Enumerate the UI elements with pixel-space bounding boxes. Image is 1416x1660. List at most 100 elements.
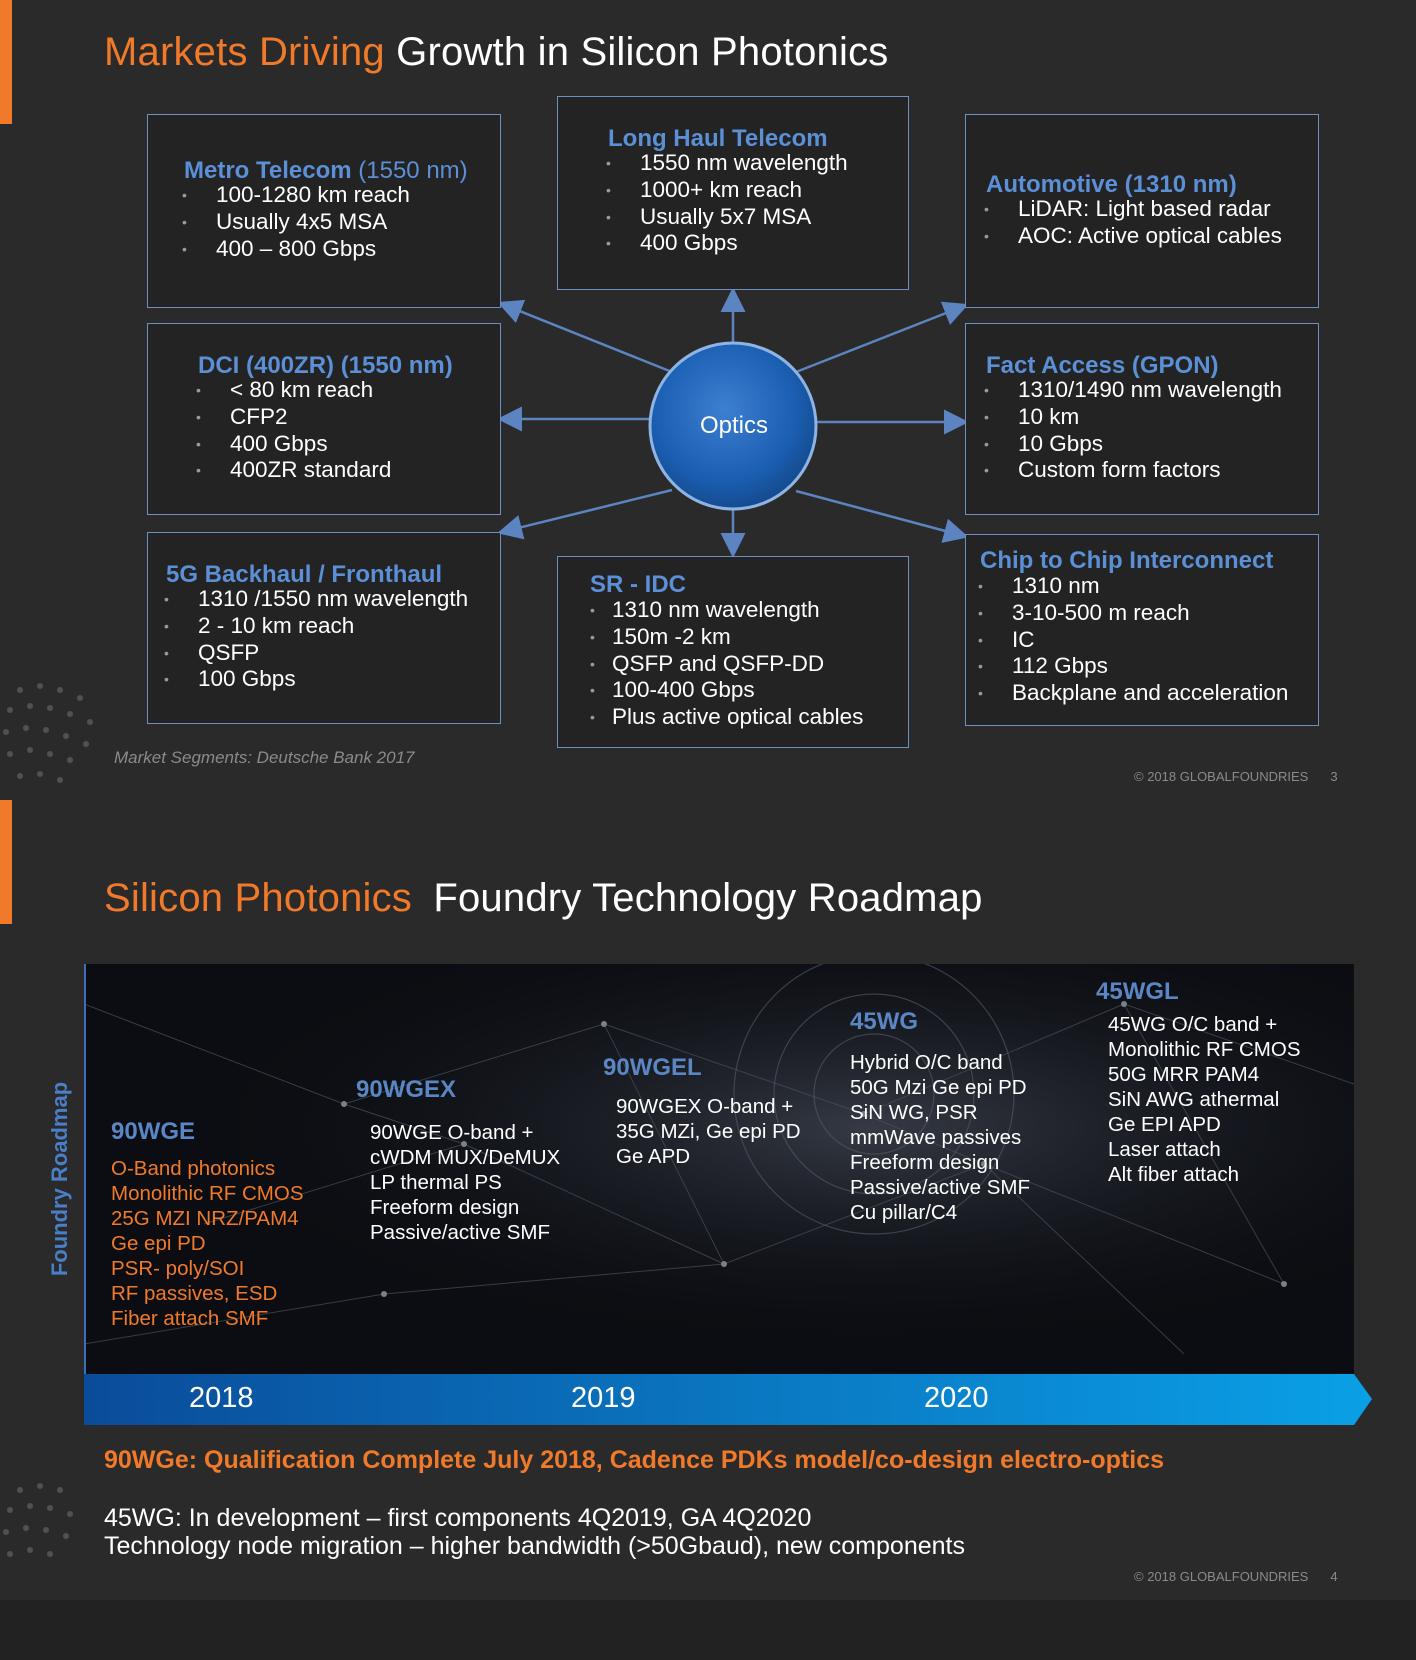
node-title: 90WGEX: [356, 1076, 457, 1103]
list-item: 10 km: [984, 404, 1282, 431]
node-title: 90WGE: [111, 1118, 196, 1145]
node-title: 45WG: [850, 1008, 919, 1035]
source-note: Market Segments: Deutsche Bank 2017: [114, 748, 415, 767]
node-90wge: 90WGE O-Band photonics Monolithic RF CMO…: [111, 1118, 304, 1331]
box-title: Metro Telecom (1550 nm): [184, 157, 468, 184]
list-item: Backplane and acceleration: [978, 680, 1288, 707]
box-5g-backhaul: 5G Backhaul / Fronthaul 1310 /1550 nm wa…: [147, 532, 501, 724]
list-item: 50G MRR PAM4: [1108, 1063, 1260, 1086]
box-title: Chip to Chip Interconnect: [980, 547, 1274, 574]
box-title: Long Haul Telecom: [608, 125, 828, 152]
list-item: 400 Gbps: [606, 230, 848, 257]
list-item: Ge epi PD: [111, 1232, 206, 1255]
globe-decoration-icon: [3, 683, 93, 783]
year-2020: 2020: [924, 1382, 989, 1414]
node-90wgex: 90WGEX 90WGE O-band + cWDM MUX/DeMUX LP …: [356, 1076, 560, 1245]
development-note: 45WG: In development – first components …: [104, 1504, 812, 1532]
list-item: 45WG O/C band +: [1108, 1013, 1278, 1036]
list-item: Usually 5x7 MSA: [606, 204, 848, 231]
migration-note: Technology node migration – higher bandw…: [104, 1532, 965, 1560]
title-white-part: Growth in Silicon Photonics: [396, 30, 889, 74]
node-title: 45WGL: [1096, 978, 1179, 1005]
list-item: Monolithic RF CMOS: [111, 1182, 304, 1205]
list-item: 1310 nm wavelength: [590, 597, 863, 624]
list-item: Freeform design: [850, 1151, 1000, 1174]
list-item: Usually 4x5 MSA: [182, 209, 410, 236]
vertical-label-foundry-roadmap: Foundry Roadmap: [47, 1081, 72, 1277]
list-item: 1310 nm: [978, 573, 1288, 600]
year-2019: 2019: [571, 1382, 636, 1414]
optics-diagram: [497, 287, 969, 558]
list-item: QSFP: [164, 640, 468, 667]
node-title: 90WGEL: [603, 1054, 702, 1081]
list-item: 90WGEX O-band +: [616, 1095, 794, 1118]
box-dci: DCI (400ZR) (1550 nm) < 80 km reach CFP2…: [147, 323, 501, 515]
list-item: CFP2: [196, 404, 391, 431]
list-item: Hybrid O/C band: [850, 1051, 1003, 1074]
list-item: Alt fiber attach: [1108, 1163, 1240, 1186]
box-long-haul-telecom: Long Haul Telecom 1550 nm wavelength 100…: [557, 96, 909, 290]
list-item: 400ZR standard: [196, 457, 391, 484]
page-number: 4: [1330, 1569, 1338, 1584]
list-item: 3-10-500 m reach: [978, 600, 1288, 627]
list-item: 100-400 Gbps: [590, 677, 863, 704]
list-item: 150m -2 km: [590, 624, 863, 651]
arrow-to-5g-backhaul: [497, 488, 673, 540]
arrow-to-chip-interconnect: [795, 489, 969, 543]
list-item: Plus active optical cables: [590, 704, 863, 731]
box-automotive: Automotive (1310 nm) LiDAR: Light based …: [965, 114, 1319, 308]
list-item: mmWave passives: [850, 1126, 1022, 1149]
list-item: O-Band photonics: [111, 1157, 276, 1180]
box-title: Automotive (1310 nm): [986, 171, 1237, 198]
box-fact-access: Fact Access (GPON) 1310/1490 nm waveleng…: [965, 323, 1319, 515]
title-orange-part: Silicon Photonics: [104, 876, 413, 920]
title-white-part: Foundry Technology Roadmap: [433, 876, 983, 920]
list-item: Passive/active SMF: [850, 1176, 1030, 1199]
list-item: 50G Mzi Ge epi PD: [850, 1076, 1027, 1099]
box-title: SR - IDC: [590, 571, 686, 598]
node-45wgl: 45WGL 45WG O/C band + Monolithic RF CMOS…: [1096, 978, 1301, 1187]
list-item: Cu pillar/C4: [850, 1201, 958, 1224]
list-item: 2 - 10 km reach: [164, 613, 468, 640]
optics-label: Optics: [699, 412, 768, 439]
list-item: 35G MZi, Ge epi PD: [616, 1120, 801, 1143]
network-background-decoration: [84, 964, 1354, 1374]
globe-decoration-icon: [3, 1483, 73, 1557]
list-item: 1000+ km reach: [606, 177, 848, 204]
list-item: LP thermal PS: [370, 1171, 502, 1194]
box-title: 5G Backhaul / Fronthaul: [166, 561, 443, 588]
list-item: 1550 nm wavelength: [606, 150, 848, 177]
slide-title-roadmap: Silicon Photonics Foundry Technology Roa…: [104, 876, 983, 921]
list-item: 10 Gbps: [984, 431, 1282, 458]
list-item: AOC: Active optical cables: [984, 223, 1282, 250]
list-item: 112 Gbps: [978, 653, 1288, 680]
node-45wg: 45WG Hybrid O/C band 50G Mzi Ge epi PD S…: [850, 1008, 1030, 1225]
roadmap-left-border: [84, 964, 86, 1374]
list-item: Freeform design: [370, 1196, 520, 1219]
node-90wgel: 90WGEL 90WGEX O-band + 35G MZi, Ge epi P…: [603, 1054, 801, 1169]
list-item: 100-1280 km reach: [182, 182, 410, 209]
list-item: IC: [978, 627, 1288, 654]
timeline-arrow: [84, 1374, 1372, 1425]
list-item: 1310 /1550 nm wavelength: [164, 586, 468, 613]
list-item: 100 Gbps: [164, 666, 468, 693]
box-metro-telecom: Metro Telecom (1550 nm) 100-1280 km reac…: [147, 114, 501, 308]
list-item: SiN AWG athermal: [1108, 1088, 1280, 1111]
list-item: RF passives, ESD: [111, 1282, 278, 1305]
list-item: 90WGE O-band +: [370, 1121, 534, 1144]
slide-title: Markets Driving Growth in Silicon Photon…: [104, 30, 888, 75]
list-item: cWDM MUX/DeMUX: [370, 1146, 561, 1169]
list-item: 1310/1490 nm wavelength: [984, 377, 1282, 404]
accent-bar: [0, 800, 12, 924]
list-item: PSR- poly/SOI: [111, 1257, 245, 1280]
roadmap-panel: [84, 964, 1354, 1374]
box-title: Fact Access (GPON): [986, 352, 1219, 379]
list-item: 400 Gbps: [196, 431, 391, 458]
list-item: QSFP and QSFP-DD: [590, 651, 863, 678]
list-item: SiN WG, PSR: [850, 1101, 978, 1124]
accent-bar: [0, 0, 12, 124]
list-item: < 80 km reach: [196, 377, 391, 404]
box-sr-idc: SR - IDC 1310 nm wavelength 150m -2 km Q…: [557, 556, 909, 748]
list-item: Laser attach: [1108, 1138, 1221, 1161]
